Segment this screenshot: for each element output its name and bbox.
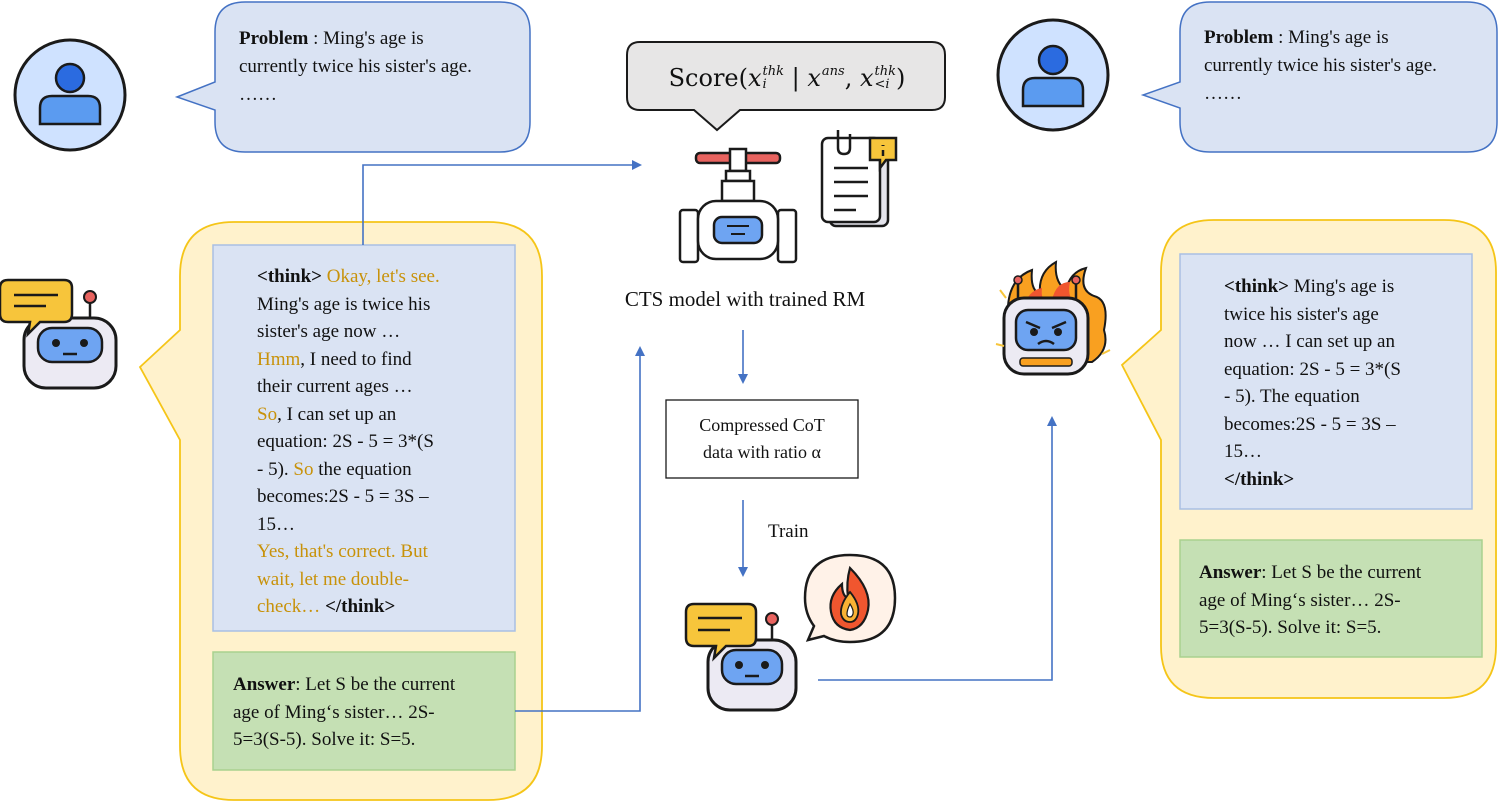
- answer-right-l3: 5=3(S-5). Solve it: S=5.: [1199, 617, 1382, 638]
- problem-bubble-right: [1140, 1, 1498, 153]
- arrow-answer-to-cts: [515, 346, 645, 712]
- user-avatar-icon-right: [996, 18, 1110, 132]
- answer-right-l2: age of Ming‘s sister… 2S-: [1199, 589, 1401, 611]
- score-x3: x: [859, 64, 874, 92]
- answer-right-l1: : Let S be the current: [1261, 562, 1422, 583]
- think-left-l8: the equation: [313, 458, 412, 480]
- think-left-l6-gold: So: [257, 403, 278, 425]
- score-close: ): [896, 64, 906, 92]
- answer-box-right: [1179, 539, 1483, 658]
- problem-label-left: Problem: [239, 28, 309, 49]
- answer-label-right: Answer: [1199, 562, 1262, 583]
- score-comma: ,: [844, 64, 860, 92]
- answer-left-l3: 5=3(S-5). Solve it: S=5.: [233, 729, 416, 750]
- answer-left-l1: : Let S be the current: [295, 674, 456, 695]
- think-text-right: <think> Ming's age is twice his sister's…: [1224, 273, 1464, 493]
- cts-model-label: CTS model with trained RM: [624, 287, 866, 311]
- think-close-tag-right: </think>: [1224, 468, 1295, 490]
- think-left-l5: their current ages …: [257, 376, 413, 397]
- score-x3-sup: thk: [874, 64, 896, 79]
- answer-text-left: Answer: Let S be the current age of Ming…: [233, 671, 513, 754]
- think-left-l4-gold: Hmm: [257, 348, 301, 370]
- score-x3-sub: <i: [874, 77, 890, 92]
- think-left-l3: sister's age now …: [257, 321, 401, 342]
- compressed-cot-line1: Compressed CoT: [699, 415, 825, 435]
- score-formula: Score( x thk i | x ans . , x thk <i ): [640, 52, 934, 104]
- think-left-l9: becomes:2S - 5 = 3S –: [257, 486, 429, 507]
- flame-bubble-icon: [803, 553, 897, 644]
- problem-line2-left: currently twice his sister's age.: [239, 56, 472, 77]
- problem-bubble-left: [174, 1, 531, 153]
- think-left-l1: Okay, let's see.: [321, 266, 440, 287]
- score-x2-sup: ans: [821, 64, 845, 79]
- think-right-l7: 15…: [1224, 441, 1262, 462]
- compressed-cot-box: [665, 399, 859, 479]
- score-bubble: [626, 41, 946, 132]
- problem-line2-right: currently twice his sister's age.: [1204, 55, 1437, 76]
- answer-box-left: [212, 651, 516, 771]
- score-x1-sub: i: [762, 77, 767, 92]
- think-open-tag-right: <think>: [1224, 276, 1289, 297]
- arrow-trained-to-right: [818, 416, 1057, 681]
- answer-label-left: Answer: [233, 674, 296, 695]
- problem-line3-left: ……: [239, 84, 277, 105]
- score-fn: Score(: [668, 64, 748, 92]
- think-right-l2: twice his sister's age: [1224, 303, 1379, 325]
- think-left-l6: , I can set up an: [277, 403, 397, 425]
- think-left-l7: equation: 2S - 5 = 3*(S: [257, 431, 434, 452]
- problem-line1-right: : Ming's age is: [1273, 27, 1389, 48]
- problem-line1-left: : Ming's age is: [308, 28, 424, 49]
- valve-icon: [678, 147, 798, 264]
- answer-text-right: Answer: Let S be the current age of Ming…: [1199, 559, 1481, 642]
- think-text-left: <think> Okay, let's see. Ming's age is t…: [257, 263, 507, 621]
- think-right-l3: now … I can set up an: [1224, 331, 1395, 352]
- compressed-cot-line2: data with ratio α: [703, 442, 821, 462]
- train-label: Train: [768, 521, 809, 542]
- think-left-l2: Ming's age is twice his: [257, 293, 431, 315]
- think-left-l12: wait, let me double-: [257, 568, 409, 590]
- score-x1: x: [747, 64, 762, 92]
- think-left-l4: , I need to find: [300, 348, 412, 370]
- compressed-cot-text: Compressed CoT data with ratio α: [666, 412, 858, 466]
- think-left-l10: 15…: [257, 513, 295, 535]
- think-close-tag-left: </think>: [325, 596, 396, 617]
- arrow-think-to-cts: [362, 160, 642, 245]
- think-left-l8-gold: So: [293, 458, 314, 480]
- answer-left-l2: age of Ming‘s sister… 2S-: [233, 701, 435, 723]
- angry-robot-on-fire-icon: [995, 260, 1111, 376]
- think-right-l6: becomes:2S - 5 = 3S –: [1224, 413, 1396, 435]
- think-left-l8-pre: - 5).: [257, 458, 294, 480]
- problem-text-right: Problem : Ming's age is currently twice …: [1204, 24, 1494, 108]
- document-info-icon: [820, 130, 898, 228]
- think-right-l4: equation: 2S - 5 = 3*(S: [1224, 358, 1401, 380]
- think-right-l1: Ming's age is: [1288, 276, 1395, 297]
- score-x1-sup: thk: [762, 64, 785, 79]
- user-avatar-icon-left: [13, 38, 127, 152]
- score-x2: x: [807, 64, 821, 92]
- think-open-tag-left: <think>: [257, 266, 322, 287]
- problem-label-right: Problem: [1204, 27, 1274, 48]
- think-box-right: [1179, 253, 1473, 510]
- score-bar: |: [784, 64, 808, 92]
- think-left-l13: check…: [257, 596, 326, 617]
- chat-robot-icon-train: [684, 602, 798, 712]
- problem-text-left: Problem : Ming's age is currently twice …: [239, 25, 524, 109]
- think-right-l5: - 5). The equation: [1224, 386, 1360, 407]
- problem-line3-right: ……: [1204, 83, 1242, 104]
- think-left-l11: Yes, that's correct. But: [257, 541, 428, 562]
- chat-robot-icon-left: [0, 278, 118, 390]
- think-box-left: [212, 244, 516, 632]
